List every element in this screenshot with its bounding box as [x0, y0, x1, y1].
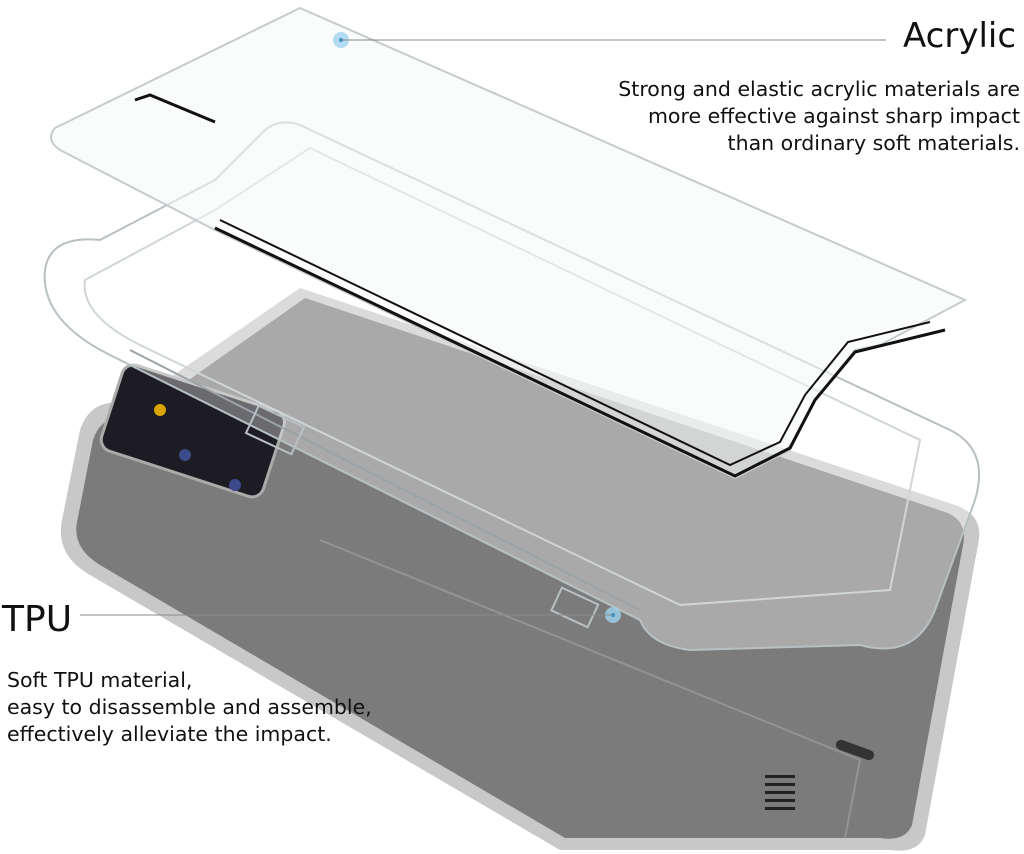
tpu-callout [80, 607, 621, 623]
acrylic-description: Strong and elastic acrylic materials are… [618, 76, 1020, 157]
tpu-description-line: effectively alleviate the impact. [7, 722, 332, 746]
phone-back [60, 288, 980, 851]
acrylic-description-line: Strong and elastic acrylic materials are [618, 77, 1020, 101]
acrylic-callout [333, 32, 886, 48]
acrylic-description-line: more effective against sharp impact [647, 104, 1020, 128]
acrylic-description-line: than ordinary soft materials. [727, 131, 1020, 155]
tpu-description-line: Soft TPU material, [7, 668, 193, 692]
tpu-description-line: easy to disassemble and assemble, [7, 695, 372, 719]
acrylic-plate [50, 6, 968, 480]
acrylic-title: Acrylic [903, 16, 1017, 56]
tpu-description: Soft TPU material, easy to disassemble a… [7, 667, 372, 748]
tpu-title: TPU [2, 599, 73, 640]
